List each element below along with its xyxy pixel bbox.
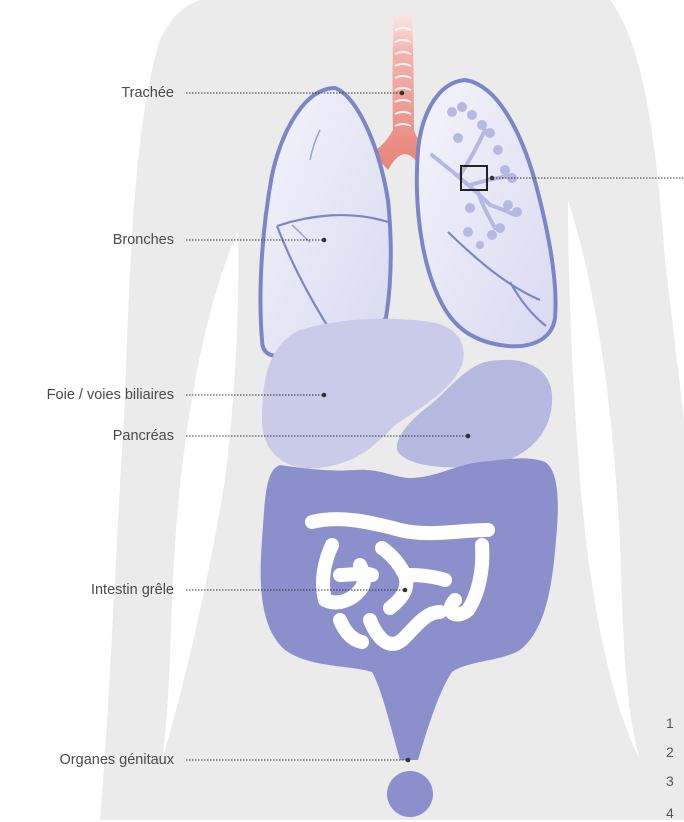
number-2: 2 [666,743,674,761]
label-bronchi: Bronches [113,231,174,249]
label-trachea: Trachée [121,84,174,102]
label-small-intestine: Intestin grêle [91,581,174,599]
number-3: 3 [666,772,674,790]
number-1: 1 [666,714,674,732]
genital-organs [387,771,433,817]
label-liver: Foie / voies biliaires [47,386,174,404]
label-genitals: Organes génitaux [60,751,174,769]
label-pancreas: Pancréas [113,427,174,445]
number-4: 4 [666,804,674,822]
